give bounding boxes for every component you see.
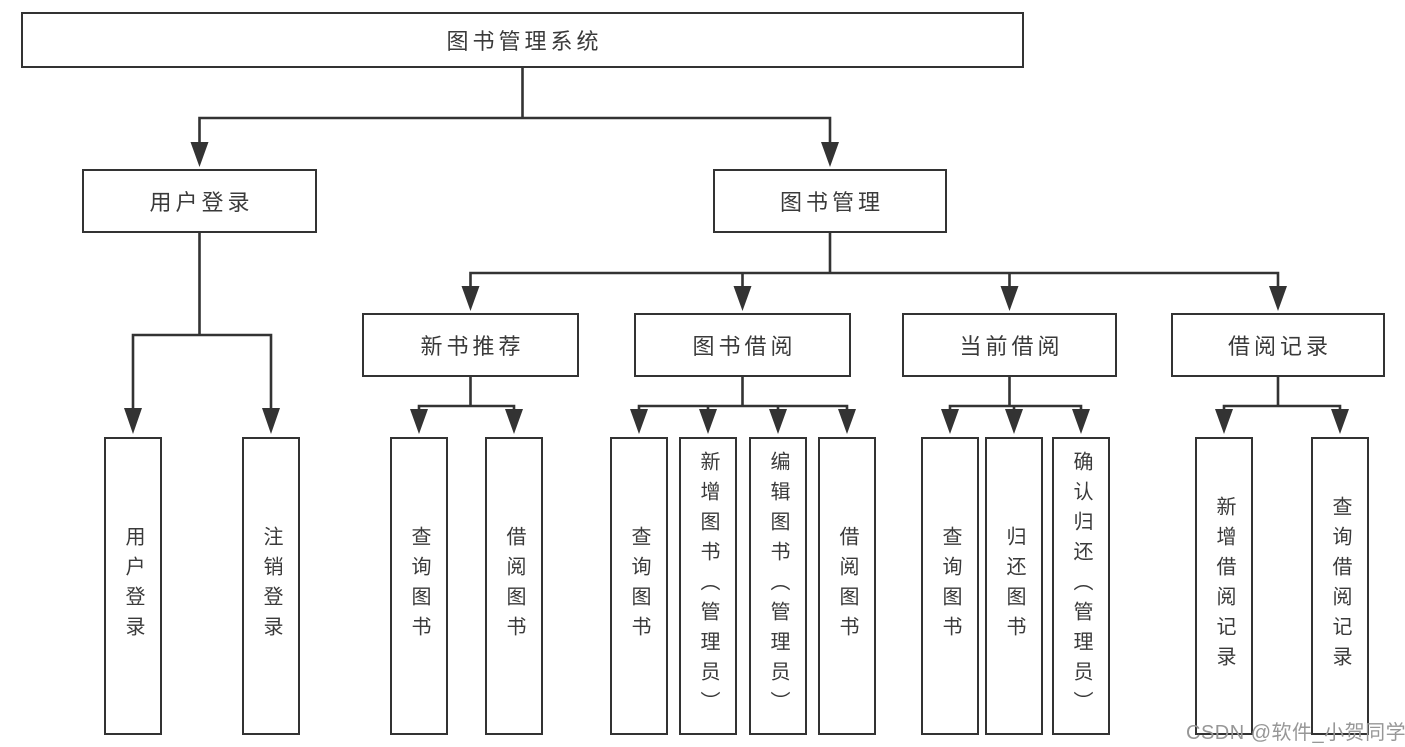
leaf-borrow-books: 借阅图书 <box>818 437 876 735</box>
connector-book-management-to-level3 <box>461 231 1287 311</box>
node-current-borrow-label: 当前借阅 <box>959 334 1064 359</box>
leaf-query-books-borrow: 查询图书 <box>610 437 668 735</box>
node-book-management: 图书管理 <box>713 169 947 233</box>
leaf-query-borrow-record: 查询借阅记录 <box>1311 437 1369 735</box>
node-current-borrow: 当前借阅 <box>902 313 1117 377</box>
leaf-query-books-current-label: 查询图书 <box>939 526 961 646</box>
leaf-query-books-recommend-label: 查询图书 <box>408 526 430 646</box>
leaf-borrow-books-label: 借阅图书 <box>836 526 858 646</box>
node-book-borrow-label: 图书借阅 <box>692 334 797 359</box>
leaf-query-borrow-record-label: 查询借阅记录 <box>1329 496 1351 676</box>
leaf-add-borrow-record-label: 新增借阅记录 <box>1213 496 1235 676</box>
leaf-add-books-admin-label: 新增图书（管理员） <box>697 451 719 721</box>
leaf-add-books-admin: 新增图书（管理员） <box>679 437 737 735</box>
connector-user-login-to-leaves <box>124 231 280 434</box>
node-root: 图书管理系统 <box>21 12 1024 68</box>
leaf-confirm-return-admin-label: 确认归还（管理员） <box>1070 451 1092 721</box>
leaf-edit-books-admin: 编辑图书（管理员） <box>749 437 807 735</box>
leaf-query-books-current: 查询图书 <box>921 437 979 735</box>
leaf-return-books: 归还图书 <box>985 437 1043 735</box>
node-book-management-label: 图书管理 <box>779 190 884 215</box>
node-borrow-records-label: 借阅记录 <box>1227 334 1332 359</box>
node-user-login-label: 用户登录 <box>149 190 254 215</box>
leaf-add-borrow-record: 新增借阅记录 <box>1195 437 1253 735</box>
node-new-book-recommend-label: 新书推荐 <box>420 334 525 359</box>
node-new-book-recommend: 新书推荐 <box>362 313 579 377</box>
leaf-query-books-recommend: 查询图书 <box>390 437 448 735</box>
node-borrow-records: 借阅记录 <box>1171 313 1385 377</box>
connector-current-borrow-to-leaves <box>941 375 1090 434</box>
leaf-query-books-borrow-label: 查询图书 <box>628 526 650 646</box>
connector-book-borrow-to-leaves <box>630 375 856 434</box>
leaf-logout: 注销登录 <box>242 437 300 735</box>
connector-root-to-level2 <box>190 66 839 167</box>
connector-borrow-records-to-leaves <box>1215 375 1349 434</box>
leaf-edit-books-admin-label: 编辑图书（管理员） <box>767 451 789 721</box>
connector-new-book-recommend-to-leaves <box>410 375 523 434</box>
leaf-borrow-books-recommend-label: 借阅图书 <box>503 526 525 646</box>
leaf-logout-label: 注销登录 <box>260 526 282 646</box>
leaf-user-login-label: 用户登录 <box>122 526 144 646</box>
leaf-user-login: 用户登录 <box>104 437 162 735</box>
leaf-return-books-label: 归还图书 <box>1003 526 1025 646</box>
watermark: CSDN @软件_小贺同学 <box>1186 722 1405 744</box>
node-root-label: 图书管理系统 <box>446 29 603 54</box>
node-book-borrow: 图书借阅 <box>634 313 851 377</box>
node-user-login: 用户登录 <box>82 169 317 233</box>
leaf-confirm-return-admin: 确认归还（管理员） <box>1052 437 1110 735</box>
leaf-borrow-books-recommend: 借阅图书 <box>485 437 543 735</box>
